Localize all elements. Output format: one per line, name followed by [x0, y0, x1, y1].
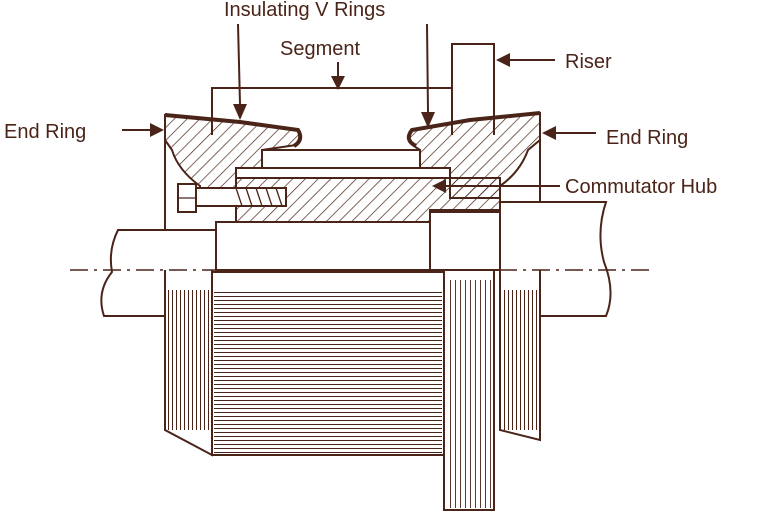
label-end-ring-right: End Ring [606, 127, 688, 149]
bolt-thread [235, 187, 283, 207]
bolt-shank [195, 187, 287, 207]
segment-inner [261, 149, 421, 169]
shaft-right [500, 201, 612, 317]
left-ring-lower [164, 140, 216, 231]
arrow-end-ring-right [542, 126, 596, 140]
label-riser: Riser [565, 51, 612, 73]
lower-body-right [499, 270, 541, 442]
left-end-ring-shading [167, 290, 210, 430]
insulating-v-ring-left [164, 113, 303, 148]
label-segment: Segment [280, 38, 360, 60]
label-insulating-v-rings: Insulating V Rings [224, 0, 385, 21]
right-end-ring-shading [502, 290, 538, 430]
arrow-commutator-hub [432, 179, 560, 193]
arrow-insulating-right [421, 23, 435, 128]
hub-body [215, 221, 431, 271]
segment-outline [211, 43, 495, 135]
arrow-end-ring-left [122, 123, 164, 137]
arrow-segment [331, 62, 345, 90]
right-ring-lower [500, 140, 541, 203]
riser-lower-lines [446, 280, 492, 508]
insulating-v-ring-right [406, 111, 541, 148]
hub-body-right [429, 211, 501, 271]
shaft-left [100, 229, 165, 317]
segment-stack-lines [214, 290, 442, 453]
label-end-ring-left: End Ring [4, 121, 86, 143]
arrow-insulating-left [233, 23, 247, 120]
arrow-riser [496, 53, 555, 67]
label-commutator-hub: Commutator Hub [565, 176, 717, 198]
